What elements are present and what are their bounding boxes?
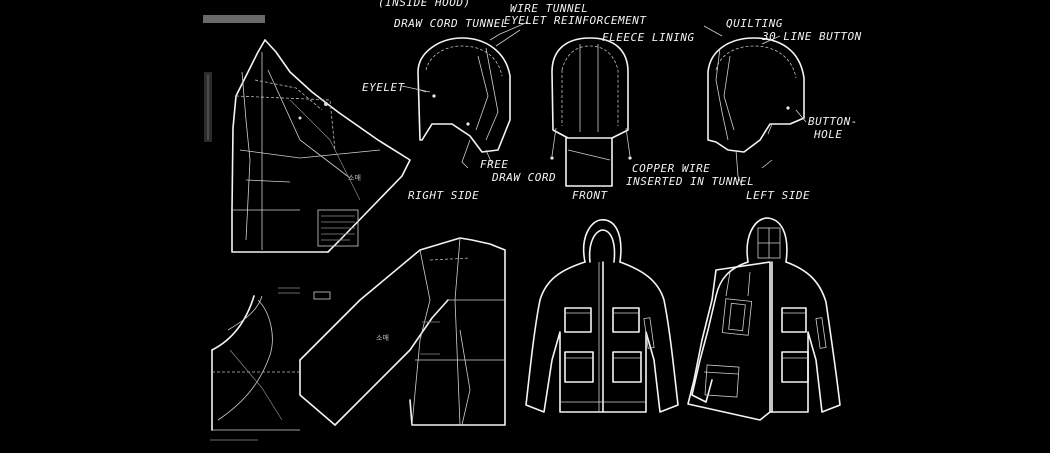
armhole-curve-draft	[210, 295, 300, 441]
pattern-title-bar	[203, 15, 265, 23]
label-copper-wire: COPPER WIRE	[632, 162, 710, 175]
pattern-drafting-sheet: 소매 소매	[203, 15, 506, 441]
label-hole: HOLE	[813, 128, 843, 141]
hood-left-side-view	[703, 25, 807, 187]
label-30-line-button: 30 LINE BUTTON	[761, 30, 862, 43]
label-copper-wire-inserted: INSERTED IN TUNNEL	[626, 175, 754, 188]
jacket-detail-flat	[687, 217, 841, 421]
label-draw-cord: DRAW CORD	[491, 171, 556, 184]
inside-hood-header: (INSIDE HOOD)	[378, 0, 471, 9]
label-button: BUTTON-	[808, 115, 858, 128]
hood-detail-sheet: (INSIDE HOOD) DRAW CORD TUNNEL WIRE TUNN…	[362, 0, 862, 202]
label-eyelet-reinforcement: EYELET REINFORCEMENT	[504, 14, 647, 27]
lower-sleeve-pattern: 소매	[278, 237, 506, 426]
label-wire-tunnel: WIRE TUNNEL	[510, 2, 588, 15]
label-draw-cord-tunnel: DRAW CORD TUNNEL	[393, 17, 508, 30]
upper-sleeve-pattern: 소매	[231, 39, 411, 253]
sleeve-label-2: 소매	[376, 334, 389, 342]
label-fleece-lining: FLEECE LINING	[602, 31, 695, 44]
hood-right-side-view	[401, 21, 529, 169]
view-label-left-side: LEFT SIDE	[746, 189, 810, 202]
label-free: FREE	[480, 158, 509, 171]
view-label-front: FRONT	[572, 189, 608, 202]
view-label-right-side: RIGHT SIDE	[408, 189, 479, 202]
label-eyelet: EYELET	[362, 81, 406, 94]
sleeve-label-1: 소매	[348, 174, 361, 182]
hood-front-view	[550, 37, 632, 187]
jacket-front-flat	[525, 219, 679, 413]
label-quilting: QUILTING	[726, 17, 783, 30]
